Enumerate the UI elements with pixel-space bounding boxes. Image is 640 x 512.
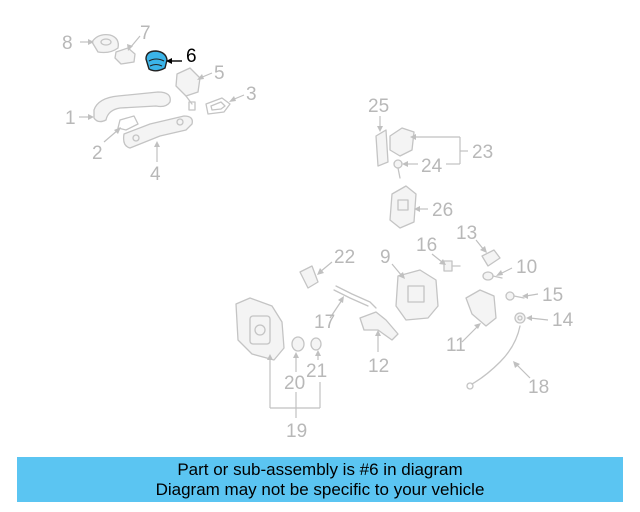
callout-6-highlighted: 6 <box>186 46 197 67</box>
callout-22: 22 <box>334 247 355 268</box>
part-11-shape <box>465 289 497 327</box>
callout-12: 12 <box>368 356 389 377</box>
part-26-shape <box>389 185 417 229</box>
part-21-shape <box>310 337 322 351</box>
callout-8: 8 <box>62 33 73 54</box>
callout-7: 7 <box>140 23 151 44</box>
part-9-shape <box>395 269 439 321</box>
callout-21: 21 <box>306 361 327 382</box>
part-25-shape <box>375 129 389 167</box>
part-14-shape <box>514 312 526 324</box>
part-20-shape <box>291 336 305 352</box>
callout-20: 20 <box>284 373 305 394</box>
part-13-shape <box>481 249 501 267</box>
callout-23: 23 <box>472 142 493 163</box>
callout-15: 15 <box>542 285 563 306</box>
part-24-shape <box>393 159 403 179</box>
callout-25: 25 <box>368 96 389 117</box>
info-banner: Part or sub-assembly is #6 in diagram Di… <box>17 457 623 502</box>
callout-3: 3 <box>246 84 257 105</box>
part-5-shape <box>175 67 201 111</box>
part-2-shape <box>117 115 139 131</box>
callout-16: 16 <box>416 235 437 256</box>
callout-17: 17 <box>314 312 335 333</box>
leader-lines <box>79 35 549 418</box>
callout-18: 18 <box>528 377 549 398</box>
callout-13: 13 <box>456 223 477 244</box>
callout-10: 10 <box>516 257 537 278</box>
parts-diagram: 8 7 6 5 3 1 2 4 25 23 24 26 22 9 16 13 1… <box>62 23 574 442</box>
part-23-shape <box>389 127 415 157</box>
part-1-shape <box>93 91 171 123</box>
callout-11: 11 <box>446 335 466 356</box>
callout-1: 1 <box>65 108 76 129</box>
part-12-shape <box>359 311 399 341</box>
part-15-shape <box>505 291 525 301</box>
part-19-shape <box>235 297 285 361</box>
callout-9: 9 <box>380 247 391 268</box>
banner-line-1: Part or sub-assembly is #6 in diagram <box>177 459 463 479</box>
part-18-shape <box>466 325 521 390</box>
callout-2: 2 <box>92 143 103 164</box>
part-10-shape <box>482 271 503 281</box>
part-8-shape <box>91 34 119 54</box>
callout-4: 4 <box>150 164 161 185</box>
callout-5: 5 <box>214 63 225 84</box>
part-16-shape <box>443 260 461 272</box>
part-17-shape <box>333 285 377 309</box>
part-6-highlighted-shape <box>145 50 168 72</box>
callout-19: 19 <box>286 421 307 442</box>
part-7-shape <box>114 47 136 65</box>
part-3-shape <box>205 97 231 115</box>
callout-14: 14 <box>552 310 574 331</box>
part-22-shape <box>299 265 319 289</box>
callout-26: 26 <box>432 200 453 221</box>
callout-24: 24 <box>421 156 443 177</box>
part-4-shape <box>122 115 193 149</box>
banner-line-2: Diagram may not be specific to your vehi… <box>155 479 485 499</box>
